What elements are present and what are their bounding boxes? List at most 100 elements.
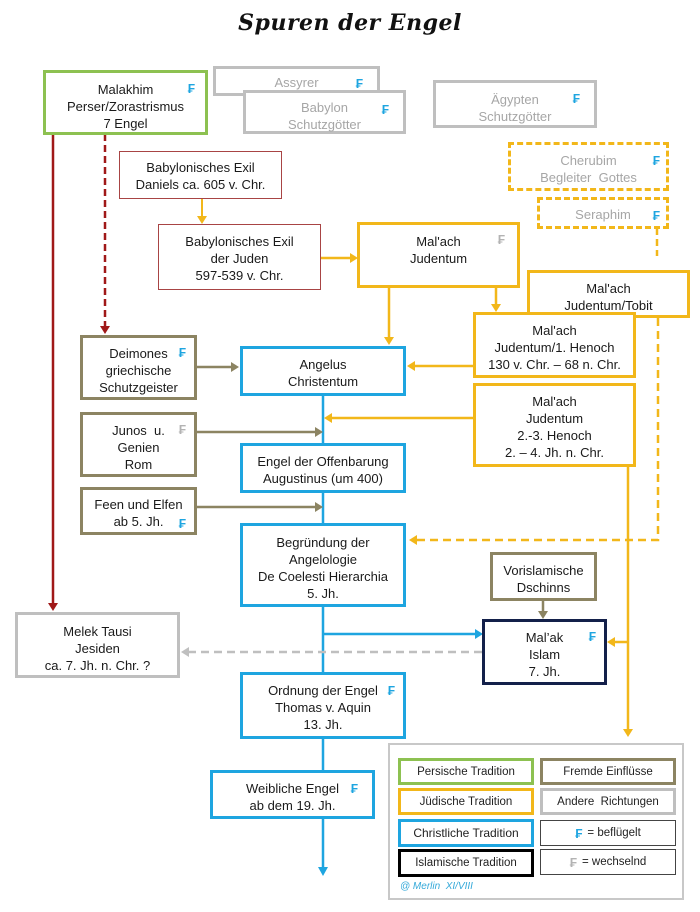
winged-icon: ₣ [381, 102, 389, 117]
winged-icon: ₣ [355, 76, 363, 91]
node-malach-henoch1-line: 130 v. Chr. – 68 n. Chr. [488, 357, 621, 372]
node-ordnung-line: 13. Jh. [303, 717, 343, 732]
credit-text: @ Merlin XI/VIII [400, 881, 473, 892]
node-exil-juden[interactable]: Babylonisches Exil der Juden 597-539 v. … [158, 224, 321, 290]
node-ordnung-line: Thomas v. Aquin [275, 700, 371, 715]
node-cherubim-line: Cherubim [560, 153, 617, 168]
node-exil-daniel-line: Daniels ca. 605 v. Chr. [135, 177, 266, 192]
legend-changing: ₣ = wechselnd [540, 849, 676, 875]
node-exil-juden-line: Babylonisches Exil [185, 234, 294, 249]
node-angelologie-line: 5. Jh. [307, 586, 339, 601]
node-dschinns-line: Dschinns [516, 580, 571, 595]
node-angelologie[interactable]: Begründung der Angelologie De Coelesti H… [240, 523, 406, 607]
node-ordnung[interactable]: Ordnung der Engel Thomas v. Aquin 13. Jh… [240, 672, 406, 739]
node-weibliche-line: Weibliche Engel [246, 781, 339, 796]
node-angelus-line: Angelus [299, 357, 347, 372]
node-malakhim-line: Perser/Zorastrismus [66, 99, 185, 114]
node-angelologie-line: De Coelesti Hierarchia [257, 569, 389, 584]
link-islam-melektausi [181, 647, 482, 657]
node-malach-henoch23-line: Judentum [525, 411, 584, 426]
node-malakhim-line: 7 Engel [103, 116, 148, 131]
winged-icon: ₣ [572, 91, 580, 106]
winged-icon: ₣ [588, 629, 596, 644]
link-malach-henoch1 [491, 286, 501, 312]
node-exil-juden-line: 597-539 v. Chr. [195, 268, 284, 283]
node-malak-islam-line: Mal’ak [525, 630, 564, 645]
node-malach-judentum-line: Mal'ach [416, 234, 461, 249]
legend-winged: ₣ = beflügelt [540, 820, 676, 846]
node-malach-tobit-line: Mal'ach [586, 281, 631, 296]
link-tobit-angelologie [409, 318, 660, 545]
winged-icon: ₣ [178, 516, 186, 531]
node-angelologie-line: Angelologie [289, 552, 357, 567]
node-ordnung-line: Ordnung der Engel [268, 683, 378, 698]
node-assyrer-label: Assyrer [274, 75, 319, 90]
diagram-title: Spuren der Engel [238, 10, 462, 36]
node-deimones-line: Deimones [109, 346, 168, 361]
node-feen-line: ab 5. Jh. [113, 514, 164, 529]
node-exil-daniel[interactable]: Babylonisches Exil Daniels ca. 605 v. Ch… [119, 151, 282, 199]
node-melek-tausi-line: Jesiden [75, 641, 120, 656]
link-junos-spine [196, 427, 323, 437]
node-aegypten-line: Ägypten [491, 92, 539, 107]
node-malakhim[interactable]: Malakhim Perser/Zorastrismus 7 Engel ₣ [43, 70, 208, 135]
link-henoch23-spine [324, 413, 474, 423]
node-dschinns[interactable]: Vorislamische Dschinns [490, 552, 597, 601]
link-malach-angelus [384, 286, 394, 345]
node-malach-tobit-line: Judentum/Tobit [564, 298, 653, 313]
node-melek-tausi-line: ca. 7. Jh. n. Chr. ? [44, 658, 151, 673]
node-malak-islam-line: 7. Jh. [528, 664, 561, 679]
node-babylon-line: Babylon [301, 100, 348, 115]
node-junos-line: Junos u. [112, 423, 165, 438]
link-malakhim-meleKtausi [48, 134, 58, 611]
node-junos-line: Genien [117, 440, 160, 455]
winged-icon: ₣ [350, 781, 358, 796]
node-melek-tausi[interactable]: Melek Tausi Jesiden ca. 7. Jh. n. Chr. ? [15, 612, 180, 678]
node-cherubim[interactable]: Cherubim Begleiter Gottes ₣ [508, 142, 669, 191]
node-angelus-line: Christentum [287, 374, 359, 389]
winged-icon: ₣ [652, 153, 660, 168]
node-junos-line: Rom [124, 457, 153, 472]
link-feen-spine [196, 502, 323, 512]
node-angelus[interactable]: Angelus Christentum [240, 346, 406, 396]
winged-icon: ₣ [187, 81, 195, 96]
node-seraphim[interactable]: Seraphim ₣ [537, 197, 669, 229]
node-weibliche[interactable]: Weibliche Engel ab dem 19. Jh. ₣ [210, 770, 375, 819]
node-malakhim-line: Malakhim [97, 82, 154, 97]
link-deimones-angelus [196, 362, 239, 372]
link-exil-daniel-juden [197, 198, 207, 224]
christian-spine [318, 396, 483, 876]
node-deimones[interactable]: Deimones griechische Schutzgeister ₣ [80, 335, 197, 400]
node-malach-henoch1-line: Mal'ach [532, 323, 577, 338]
node-malach-judentum[interactable]: Mal'ach Judentum ₣ [357, 222, 520, 288]
node-feen-line: Feen und Elfen [94, 497, 183, 512]
node-exil-juden-line: der Juden [210, 251, 269, 266]
node-offenbarung[interactable]: Engel der Offenbarung Augustinus (um 400… [240, 443, 406, 493]
node-feen[interactable]: Feen und Elfen ab 5. Jh. ₣ [80, 487, 197, 535]
node-malak-islam[interactable]: Mal’ak Islam 7. Jh. ₣ [482, 619, 607, 685]
node-malach-henoch23[interactable]: Mal'ach Judentum 2.-3. Henoch 2. – 4. Jh… [473, 383, 636, 467]
node-malach-henoch23-line: 2.-3. Henoch [517, 428, 592, 443]
link-exil-malach [320, 253, 358, 263]
node-junos[interactable]: Junos u. Genien Rom ₣ [80, 412, 197, 477]
node-aegypten[interactable]: Ägypten Schutzgötter ₣ [433, 80, 597, 128]
node-malach-tobit[interactable]: Mal'ach Judentum/Tobit [527, 270, 690, 318]
changing-icon: ₣ [569, 854, 577, 870]
node-deimones-line: Schutzgeister [99, 380, 178, 395]
legend: Persische Tradition Fremde Einflüsse Jüd… [388, 743, 684, 900]
node-malach-henoch1[interactable]: Mal'ach Judentum/1. Henoch 130 v. Chr. –… [473, 312, 636, 378]
legend-changing-label: = wechselnd [581, 856, 647, 868]
node-malach-henoch23-line: 2. – 4. Jh. n. Chr. [505, 445, 604, 460]
legend-persian: Persische Tradition [398, 758, 534, 785]
node-babylon[interactable]: Babylon Schutzgötter ₣ [243, 90, 406, 134]
link-malakhim-deimones [100, 134, 110, 334]
node-exil-daniel-line: Babylonisches Exil [146, 160, 255, 175]
winged-icon: ₣ [652, 208, 660, 223]
legend-foreign: Fremde Einflüsse [540, 758, 676, 785]
node-malach-henoch23-line: Mal'ach [532, 394, 577, 409]
node-deimones-line: griechische [105, 363, 172, 378]
node-offenbarung-line: Engel der Offenbarung [257, 454, 389, 469]
winged-icon: ₣ [178, 345, 186, 360]
node-aegypten-line: Schutzgötter [478, 109, 552, 124]
winged-icon: ₣ [575, 825, 583, 841]
